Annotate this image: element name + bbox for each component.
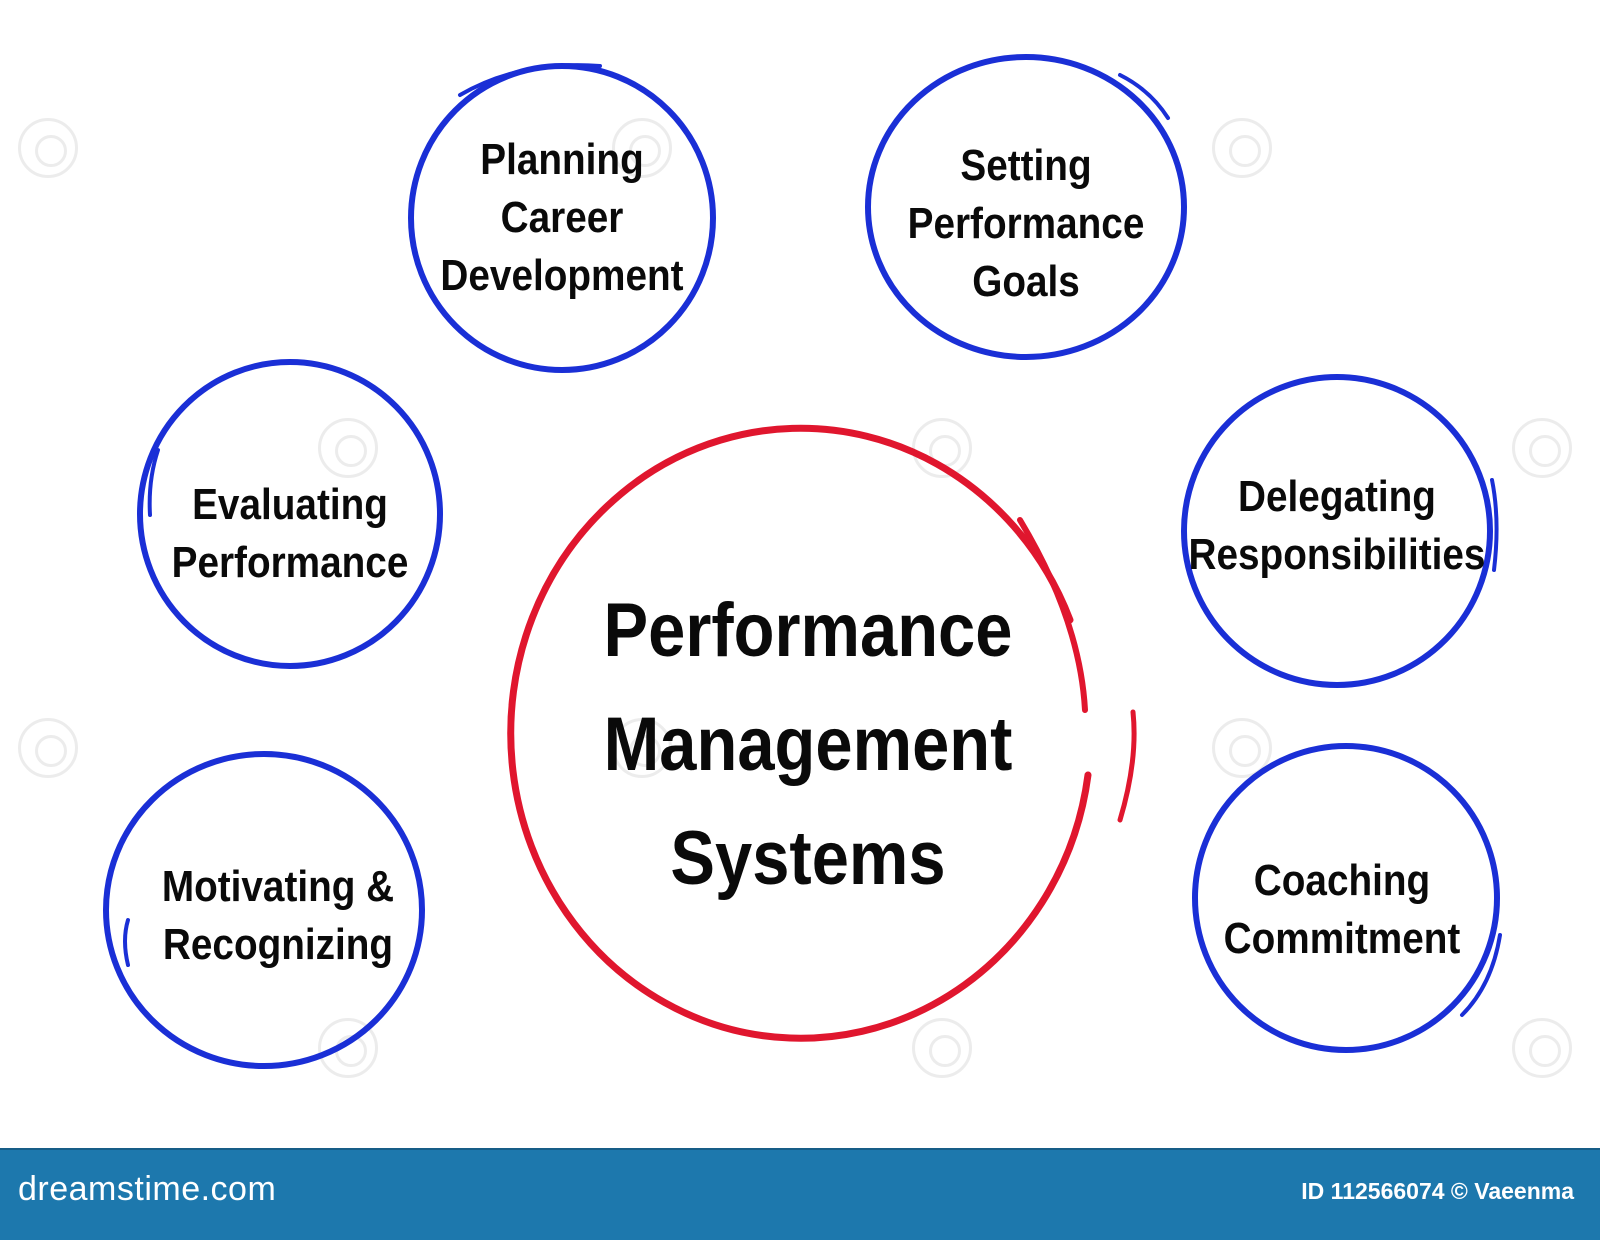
watermark-spiral-icon bbox=[18, 718, 78, 778]
center-circle bbox=[507, 424, 1137, 1042]
node-label-line: Delegating bbox=[1238, 472, 1436, 521]
node-label-line: Career bbox=[500, 193, 624, 242]
footer-credit: ID 112566074 © Vaeenma bbox=[1301, 1178, 1574, 1204]
center-label-line: Performance bbox=[603, 588, 1013, 673]
node-circle-planning bbox=[408, 63, 716, 373]
node-label-evaluating: Evaluating Performance bbox=[158, 472, 422, 596]
node-circle-delegating-stroke bbox=[1181, 374, 1493, 688]
watermark-spiral-icon bbox=[912, 1018, 972, 1078]
watermark-spiral-icon bbox=[612, 718, 672, 778]
node-label-line: Evaluating bbox=[192, 480, 388, 529]
node-label-line: Goals bbox=[972, 257, 1080, 306]
node-label-line: Planning bbox=[480, 135, 644, 184]
node-label-line: Performance bbox=[171, 538, 409, 587]
node-circle-setting-swash bbox=[1118, 73, 1170, 120]
node-circle-motivating-swash bbox=[123, 918, 130, 967]
node-label-coaching: Coaching Commitment bbox=[1210, 848, 1474, 972]
node-label-delegating: Delegating Responsibilities bbox=[1187, 464, 1486, 588]
footer-brand-logo: dreamstime.com bbox=[18, 1170, 277, 1208]
node-circle-delegating bbox=[1181, 374, 1499, 688]
node-label-line: Setting bbox=[960, 141, 1092, 190]
watermark-spiral-icon bbox=[1212, 718, 1272, 778]
node-label-motivating: Motivating & Recognizing bbox=[146, 854, 410, 978]
watermark-spiral-icon bbox=[1512, 1018, 1572, 1078]
node-circle-setting bbox=[865, 54, 1187, 360]
watermark-spiral-icon bbox=[318, 418, 378, 478]
node-circle-coaching-stroke bbox=[1192, 743, 1500, 1053]
node-circle-planning-swash bbox=[458, 63, 602, 97]
node-label-line: Development bbox=[440, 251, 684, 300]
node-circle-delegating-swash bbox=[1490, 478, 1499, 572]
center-circle-stroke bbox=[507, 424, 1092, 1042]
node-circle-evaluating-swash bbox=[147, 448, 160, 517]
watermark-spiral-icon bbox=[1212, 118, 1272, 178]
node-label-line: Commitment bbox=[1223, 914, 1461, 963]
node-label-line: Coaching bbox=[1253, 856, 1431, 905]
node-circle-motivating-stroke bbox=[103, 751, 425, 1069]
footer-bar: dreamstime.com ID 112566074 © Vaeenma bbox=[0, 1148, 1600, 1240]
node-label-line: Motivating & bbox=[161, 862, 395, 911]
node-circle-coaching-swash bbox=[1460, 933, 1502, 1017]
node-label-setting: Setting Performance Goals bbox=[894, 134, 1158, 314]
center-circle-tail-stroke bbox=[1117, 709, 1137, 823]
node-circle-evaluating bbox=[137, 359, 443, 669]
watermark-spiral-icon bbox=[612, 118, 672, 178]
center-label: Performance Management Systems bbox=[544, 574, 1072, 916]
center-circle-overlap-stroke bbox=[1017, 517, 1088, 713]
center-label-line: Systems bbox=[670, 816, 946, 901]
watermark-spiral-icon bbox=[18, 118, 78, 178]
node-circle-motivating bbox=[103, 751, 425, 1069]
center-label-line: Management bbox=[603, 702, 1013, 787]
node-circle-coaching bbox=[1192, 743, 1502, 1053]
node-label-line: Responsibilities bbox=[1188, 530, 1486, 579]
node-label-line: Performance bbox=[907, 199, 1145, 248]
watermark-spiral-icon bbox=[1512, 418, 1572, 478]
node-label-planning: Planning Career Development bbox=[430, 128, 694, 308]
node-circle-evaluating-stroke bbox=[137, 359, 443, 669]
diagram-graphics bbox=[103, 54, 1502, 1069]
node-circle-setting-stroke bbox=[865, 54, 1187, 360]
node-label-line: Recognizing bbox=[162, 920, 394, 969]
